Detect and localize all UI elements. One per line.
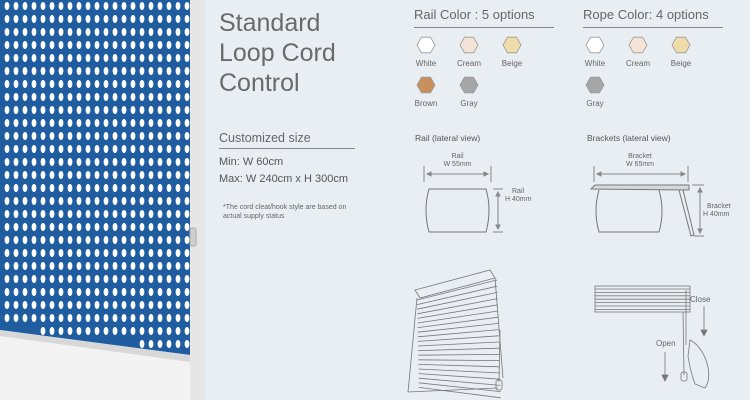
rail-color-swatch-cream[interactable]: Cream	[449, 35, 489, 68]
rail-color-swatch-label: White	[415, 59, 437, 68]
rope-color-swatch-label: Beige	[670, 59, 692, 68]
hexagon-swatch-icon	[671, 36, 691, 54]
hexagon-swatch-icon	[459, 76, 479, 94]
rail-color-swatch-white[interactable]: White	[406, 35, 446, 68]
rail-color-swatch-label: Cream	[456, 59, 481, 68]
title-line-3: Control	[219, 69, 300, 97]
product-photo	[0, 0, 205, 400]
rail-color-divider	[414, 27, 554, 28]
rope-color-swatch-white[interactable]: White	[575, 35, 615, 68]
rope-color-heading: Rope Color: 4 options	[583, 7, 709, 22]
hexagon-swatch-icon	[585, 76, 605, 94]
cord-note: *The cord cleat/hook style are based on …	[223, 204, 347, 220]
rail-color-swatch-brown[interactable]: Brown	[406, 75, 446, 108]
rope-color-swatch-label: White	[584, 59, 606, 68]
title-line-1: Standard	[219, 9, 321, 37]
bracket-height-label: Bracket H 40mm	[700, 203, 745, 219]
rail-height-value: H 40mm	[505, 196, 532, 203]
rail-height-label: Rail H 40mm	[502, 188, 542, 204]
hexagon-swatch-icon	[459, 36, 479, 54]
rail-color-swatch-label: Beige	[501, 59, 523, 68]
bracket-width-label: Bracket W 65mm	[605, 153, 675, 169]
bracket-view-heading: Brackets (lateral view)	[587, 133, 671, 143]
rail-height-name: Rail	[512, 188, 525, 195]
open-label: Open	[656, 339, 676, 348]
hexagon-swatch-icon	[502, 36, 522, 54]
rail-color-swatch-beige[interactable]: Beige	[492, 35, 532, 68]
rope-color-swatch-label: Gray	[586, 99, 604, 108]
bracket-width-name: Bracket	[628, 153, 652, 160]
blind-image	[0, 0, 205, 400]
rope-color-swatch-label: Cream	[625, 59, 650, 68]
bracket-height-value: H 40mm	[703, 211, 730, 218]
rope-color-swatch-gray[interactable]: Gray	[575, 75, 615, 108]
hexagon-swatch-icon	[416, 36, 436, 54]
bracket-width-value: W 65mm	[626, 161, 654, 168]
hexagon-swatch-icon	[416, 76, 436, 94]
close-label: Close	[690, 295, 711, 304]
rail-color-swatch-label: Gray	[460, 99, 478, 108]
min-size-text: Min: W 60cm	[219, 156, 284, 168]
rope-color-swatch-beige[interactable]: Beige	[661, 35, 701, 68]
rail-color-swatch-label: Brown	[414, 99, 438, 108]
rope-color-divider	[583, 27, 723, 28]
bracket-height-name: Bracket	[707, 203, 731, 210]
rail-view-heading: Rail (lateral view)	[415, 133, 481, 143]
rail-color-swatch-gray[interactable]: Gray	[449, 75, 489, 108]
hexagon-swatch-icon	[585, 36, 605, 54]
cord-cleat	[189, 227, 197, 247]
rope-color-swatch-cream[interactable]: Cream	[618, 35, 658, 68]
customized-size-heading: Customized size	[219, 131, 311, 145]
max-size-text: Max: W 240cm x H 300cm	[219, 173, 348, 185]
rail-width-value: W 55mm	[443, 161, 472, 168]
title-line-2: Loop Cord	[219, 39, 336, 67]
rail-width-label: Rail W 55mm	[425, 153, 490, 169]
rail-color-heading: Rail Color : 5 options	[414, 7, 535, 22]
section-divider	[219, 148, 355, 149]
hexagon-swatch-icon	[628, 36, 648, 54]
page-title: Standard Loop Cord Control	[219, 8, 359, 98]
rail-width-name: Rail	[451, 153, 464, 160]
